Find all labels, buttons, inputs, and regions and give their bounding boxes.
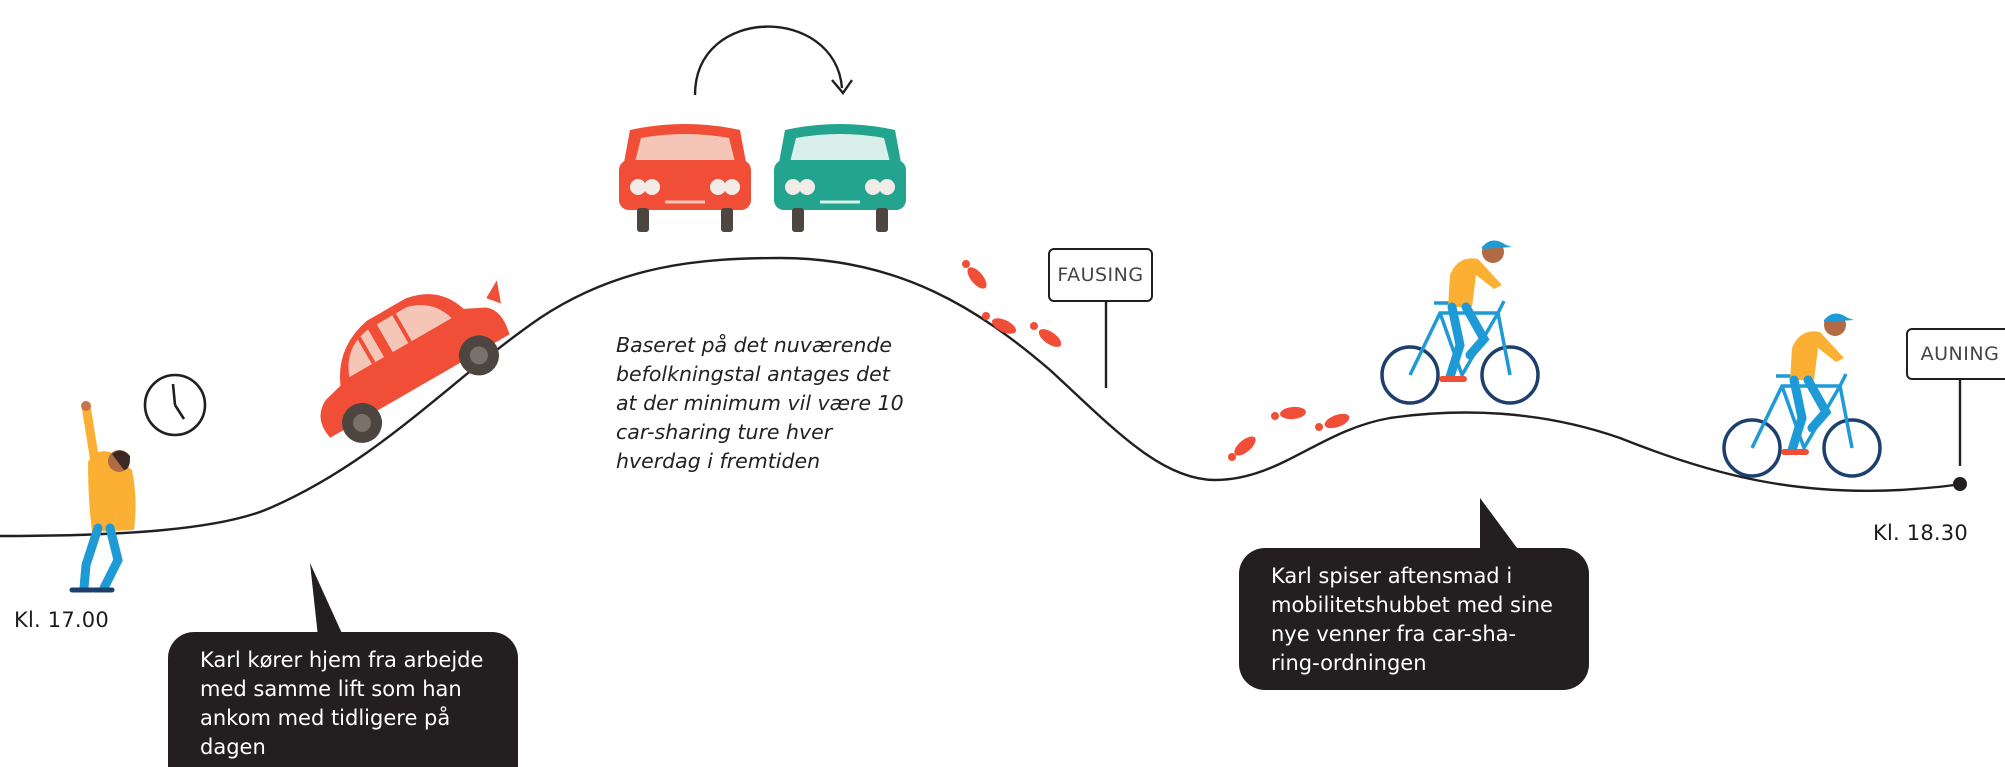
bubble-line: Karl spiser aftensmad i — [1271, 564, 1513, 588]
end-time-label: Kl. 18.30 — [1873, 521, 1968, 545]
bubble-line: dagen — [200, 735, 266, 759]
bubble-line: ring-ordningen — [1271, 651, 1427, 675]
footprints-icon — [962, 260, 1062, 347]
sign-fausing: FAUSING — [1048, 248, 1153, 302]
person-waving-icon — [69, 401, 136, 593]
note-line: hverdag i fremtiden — [616, 449, 821, 473]
speech-bubble-left: Karl kører hjem fra arbejde med samme li… — [168, 632, 518, 767]
sign-auning: AUNING — [1906, 328, 2005, 380]
journey-path — [0, 256, 1961, 538]
bubble-line: ankom med tidligere på — [200, 706, 451, 730]
cyclist-icon — [1722, 313, 1882, 478]
end-dot — [1953, 477, 1967, 491]
swap-arrow-icon — [693, 25, 853, 96]
note-line: at der minimum vil være 10 — [616, 391, 904, 415]
red-car-icon — [619, 124, 751, 232]
note-line: befolkningstal antages det — [616, 362, 890, 386]
teal-car-icon — [774, 124, 906, 232]
note-line: Baseret på det nuværende — [616, 333, 892, 357]
bubble-line: Karl kører hjem fra arbejde — [200, 648, 484, 672]
speech-bubble-right: Karl spiser aftensmad i mobilitetshubbet… — [1239, 548, 1589, 690]
clock-icon — [143, 373, 207, 437]
note-line: car-sharing ture hver — [616, 420, 833, 444]
tilted-car-icon — [320, 280, 510, 443]
start-time-label: Kl. 17.00 — [14, 608, 109, 632]
footprints-icon — [1228, 406, 1350, 461]
note-text: Baseret på det nuværende befolkningstal … — [616, 331, 936, 476]
bubble-line: nye venner fra car-sha- — [1271, 622, 1517, 646]
bubble-line: med samme lift som han — [200, 677, 462, 701]
bubble-line: mobilitetshubbet med sine — [1271, 593, 1553, 617]
right-bubble-tail — [1480, 498, 1520, 560]
cyclist-icon — [1380, 240, 1540, 405]
